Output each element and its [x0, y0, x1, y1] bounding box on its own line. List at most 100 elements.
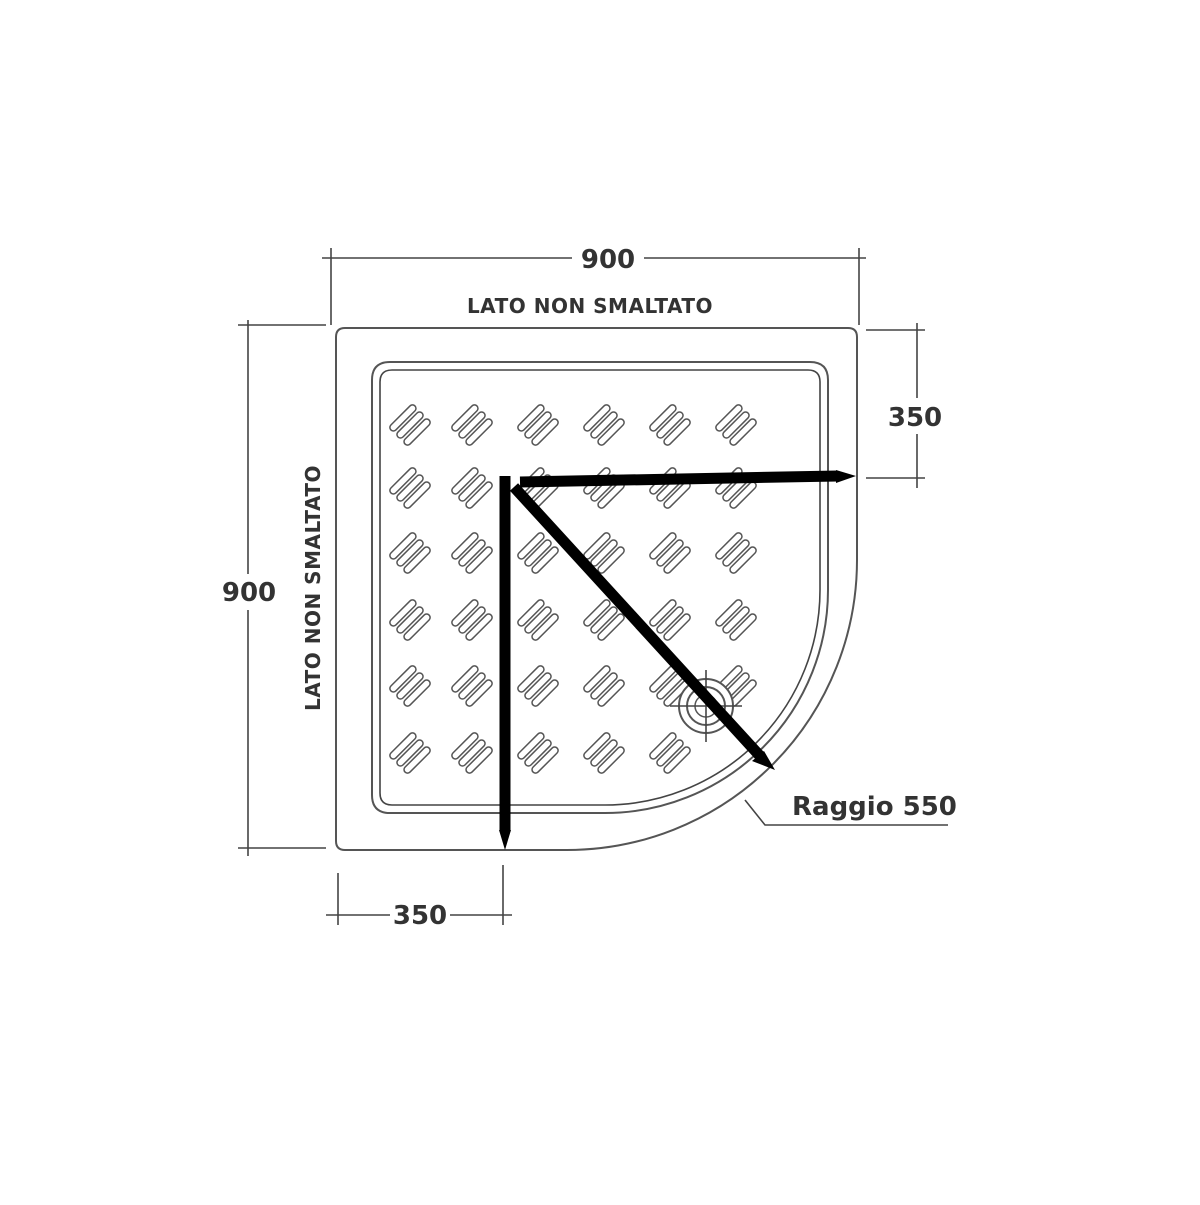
anti-slip-bump [649, 732, 677, 760]
anti-slip-cluster [649, 467, 691, 509]
anti-slip-bump [715, 532, 743, 560]
anti-slip-bump [656, 739, 684, 767]
anti-slip-bump [396, 739, 424, 767]
anti-slip-bump [597, 418, 625, 446]
anti-slip-cluster [389, 599, 431, 641]
anti-slip-bump [389, 467, 417, 495]
anti-slip-bump [458, 539, 486, 567]
anti-slip-cluster [649, 404, 691, 446]
anti-slip-cluster [517, 599, 559, 641]
left-dimension: 900 [222, 320, 326, 856]
anti-slip-bump [458, 739, 486, 767]
anti-slip-bump [531, 546, 559, 574]
anti-slip-bump [583, 599, 611, 627]
anti-slip-cluster [715, 532, 757, 574]
anti-slip-cluster [389, 665, 431, 707]
anti-slip-bump [663, 418, 691, 446]
tray-inner-outline [371, 361, 829, 814]
anti-slip-bump [465, 418, 493, 446]
anti-slip-bump [451, 404, 479, 432]
anti-slip-cluster [649, 599, 691, 641]
anti-slip-cluster [517, 665, 559, 707]
anti-slip-bump [451, 532, 479, 560]
left-dimension-label: 900 [222, 578, 276, 608]
anti-slip-cluster [715, 404, 757, 446]
anti-slip-cluster [583, 404, 625, 446]
anti-slip-cluster [451, 732, 493, 774]
anti-slip-cluster [583, 665, 625, 707]
anti-slip-bump [590, 606, 618, 634]
anti-slip-bump [465, 613, 493, 641]
anti-slip-bump [656, 606, 684, 634]
anti-slip-bump [649, 404, 677, 432]
anti-slip-cluster [451, 404, 493, 446]
anti-slip-bump [517, 732, 545, 760]
anti-slip-bump [465, 481, 493, 509]
anti-slip-bump [451, 599, 479, 627]
anti-slip-cluster [389, 467, 431, 509]
anti-slip-bump [396, 606, 424, 634]
anti-slip-bump [656, 539, 684, 567]
anti-slip-bump [465, 746, 493, 774]
left-side-label: LATO NON SMALTATO [301, 465, 325, 711]
anti-slip-bump [597, 746, 625, 774]
anti-slip-cluster [649, 665, 691, 707]
anti-slip-bump [531, 679, 559, 707]
anti-slip-bump [465, 679, 493, 707]
anti-slip-cluster [451, 532, 493, 574]
anti-slip-bump [403, 613, 431, 641]
anti-slip-bump [389, 532, 417, 560]
anti-slip-bump [597, 613, 625, 641]
anti-slip-bump [531, 418, 559, 446]
anti-slip-bump [451, 732, 479, 760]
anti-slip-cluster [517, 404, 559, 446]
anti-slip-bump [663, 546, 691, 574]
anti-slip-bump [458, 606, 486, 634]
anti-slip-bump [403, 746, 431, 774]
anti-slip-texture [389, 404, 757, 774]
anti-slip-bump [590, 739, 618, 767]
anti-slip-bump [517, 404, 545, 432]
anti-slip-cluster [715, 599, 757, 641]
anti-slip-bump [524, 411, 552, 439]
anti-slip-cluster [517, 532, 559, 574]
anti-slip-bump [656, 411, 684, 439]
anti-slip-bump [722, 539, 750, 567]
anti-slip-bump [458, 474, 486, 502]
anti-slip-bump [389, 599, 417, 627]
anti-slip-bump [451, 665, 479, 693]
tray-inner-outline-double [379, 369, 821, 806]
anti-slip-bump [729, 613, 757, 641]
anti-slip-bump [524, 739, 552, 767]
anti-slip-cluster [389, 532, 431, 574]
anti-slip-bump [396, 672, 424, 700]
right-dimension: 350 [866, 323, 946, 488]
anti-slip-bump [396, 474, 424, 502]
tray-outer-outline [335, 327, 858, 851]
top-side-label: LATO NON SMALTATO [467, 294, 713, 318]
anti-slip-cluster [649, 532, 691, 574]
anti-slip-bump [389, 665, 417, 693]
anti-slip-bump [663, 746, 691, 774]
anti-slip-cluster [583, 467, 625, 509]
anti-slip-bump [517, 532, 545, 560]
anti-slip-cluster [583, 599, 625, 641]
anti-slip-bump [458, 672, 486, 700]
anti-slip-bump [403, 481, 431, 509]
anti-slip-bump [458, 411, 486, 439]
top-dimension: 900 [322, 240, 866, 325]
anti-slip-bump [524, 539, 552, 567]
anti-slip-cluster [451, 665, 493, 707]
anti-slip-bump [663, 613, 691, 641]
anti-slip-cluster [389, 732, 431, 774]
anti-slip-bump [583, 732, 611, 760]
anti-slip-bump [722, 411, 750, 439]
anti-slip-bump [389, 732, 417, 760]
bottom-dimension: 350 [326, 865, 512, 932]
anti-slip-bump [715, 599, 743, 627]
anti-slip-bump [531, 613, 559, 641]
anti-slip-bump [583, 404, 611, 432]
anti-slip-bump [531, 746, 559, 774]
